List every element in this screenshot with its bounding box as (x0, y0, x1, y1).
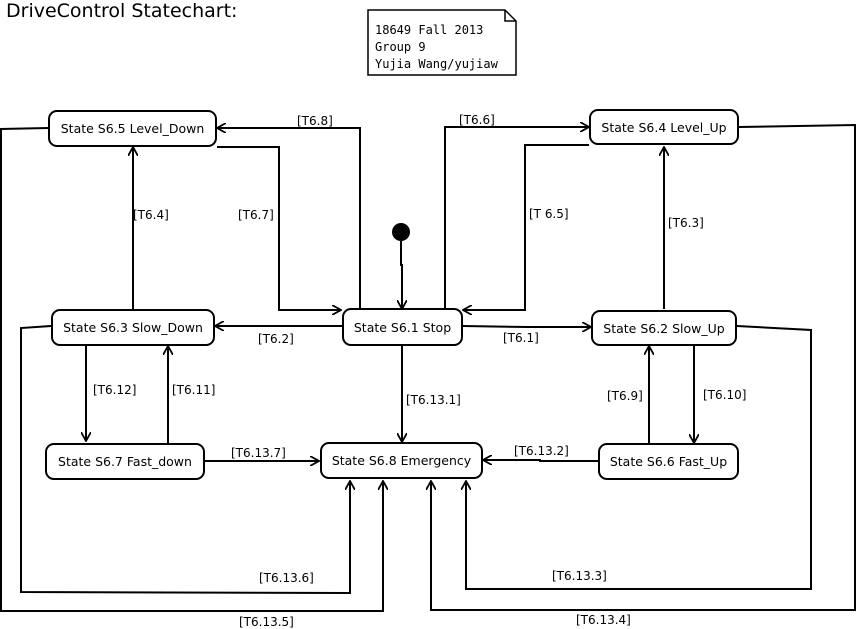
label-t6-13-5: [T6.13.5] (239, 615, 294, 629)
label-t6-5: [T 6.5] (529, 207, 569, 221)
label-t6-13-2: [T6.13.2] (514, 444, 569, 458)
arrow-t6-13-3 (466, 325, 812, 590)
label-t6-1: [T6.1] (503, 331, 539, 345)
label-t6-12: [T6.12] (93, 383, 137, 397)
note-shape (367, 9, 517, 76)
label-t6-3: [T6.3] (668, 216, 704, 230)
arrow-t6-6 (444, 127, 589, 309)
label-t6-13-7: [T6.13.7] (231, 446, 286, 460)
label-t6-7: [T6.7] (238, 208, 274, 222)
diagram-title: DriveControl Statechart: (6, 0, 238, 22)
arrow-t6-13-5 (0, 127, 383, 612)
note-line: Yujia Wang/yujiaw (375, 57, 498, 71)
state-s6-7-fast-down[interactable]: State S6.7 Fast_down (45, 443, 205, 480)
label-t6-2: [T6.2] (258, 332, 294, 346)
arrow-t6-1 (462, 326, 591, 327)
label-t6-13-1: [T6.13.1] (406, 393, 461, 407)
label-t6-13-4: [T6.13.4] (576, 613, 631, 627)
state-s6-2-slow-up[interactable]: State S6.2 Slow_Up (591, 310, 737, 346)
initial-state-dot (392, 223, 410, 241)
arrow-t6-13-2 (483, 460, 598, 461)
arrow-t6-8 (217, 128, 361, 309)
label-t6-10: [T6.10] (703, 388, 747, 402)
note-text: 18649 Fall 2013 Group 9 Yujia Wang/yujia… (375, 22, 498, 73)
arrow-t6-5 (463, 144, 589, 310)
state-s6-8-emergency[interactable]: State S6.8 Emergency (320, 442, 483, 479)
arrow-t6-13-4 (431, 123, 856, 611)
arrow-t6-7 (217, 146, 341, 310)
state-s6-5-level-down[interactable]: State S6.5 Level_Down (48, 110, 217, 147)
note-line: Group 9 (375, 40, 426, 54)
initial-transition (401, 241, 402, 309)
label-t6-13-3: [T6.13.3] (552, 569, 607, 583)
arrow-t6-13-6 (20, 325, 350, 595)
label-t6-6: [T6.6] (459, 113, 495, 127)
note-line: 18649 Fall 2013 (375, 23, 484, 37)
label-t6-4: [T6.4] (133, 208, 169, 222)
state-s6-3-slow-down[interactable]: State S6.3 Slow_Down (51, 309, 215, 346)
label-t6-8: [T6.8] (297, 114, 333, 128)
label-t6-9: [T6.9] (607, 389, 643, 403)
state-s6-1-stop[interactable]: State S6.1 Stop (342, 308, 463, 346)
state-s6-4-level-up[interactable]: State S6.4 Level_Up (589, 109, 739, 145)
state-s6-6-fast-up[interactable]: State S6.6 Fast_Up (598, 443, 739, 480)
label-t6-13-6: [T6.13.6] (259, 571, 314, 585)
label-t6-11: [T6.11] (172, 383, 216, 397)
